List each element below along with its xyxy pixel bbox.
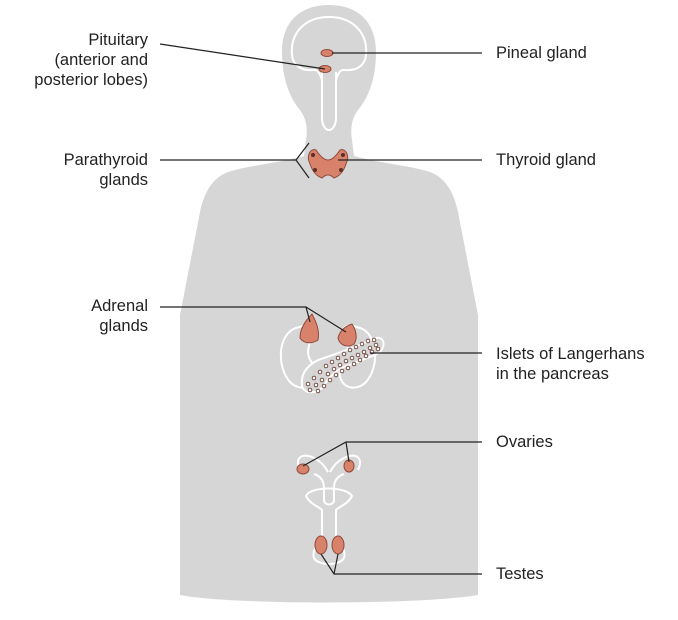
islet-dot — [324, 364, 328, 368]
label-line: glands — [64, 170, 148, 190]
islet-dot — [340, 369, 344, 373]
parathyroid-dot — [313, 168, 317, 172]
islet-dot — [346, 366, 350, 370]
label-thyroid: Thyroid gland — [496, 150, 596, 170]
islet-dot — [368, 346, 372, 350]
parathyroid-dot — [339, 168, 343, 172]
islet-dot — [328, 378, 332, 382]
islet-dot — [350, 356, 354, 360]
label-islets: Islets of Langerhans in the pancreas — [496, 344, 645, 384]
islet-dot — [348, 348, 352, 352]
label-adrenal: Adrenal glands — [91, 296, 148, 336]
parathyroid-dot — [341, 153, 345, 157]
label-parathyroid: Parathyroid glands — [64, 150, 148, 190]
islet-dot — [376, 347, 380, 351]
label-line: Testes — [496, 564, 544, 584]
label-line: Pituitary — [34, 30, 148, 50]
body-silhouette — [180, 5, 478, 603]
islet-dot — [338, 363, 342, 367]
islet-dot — [318, 370, 322, 374]
islet-dot — [330, 360, 334, 364]
label-line: Adrenal — [91, 296, 148, 316]
label-line: Pineal gland — [496, 43, 587, 63]
islet-dot — [312, 376, 316, 380]
islet-dot — [306, 382, 310, 386]
islet-dot — [322, 384, 326, 388]
islet-dot — [326, 372, 330, 376]
islet-dot — [332, 367, 336, 371]
label-ovaries: Ovaries — [496, 432, 553, 452]
label-line: glands — [91, 316, 148, 336]
islet-dot — [308, 388, 312, 392]
islet-dot — [352, 362, 356, 366]
label-line: posterior lobes) — [34, 70, 148, 90]
islet-dot — [342, 352, 346, 356]
islet-dot — [358, 358, 362, 362]
label-line: Ovaries — [496, 432, 553, 452]
label-line: Islets of Langerhans — [496, 344, 645, 364]
label-line: Thyroid gland — [496, 150, 596, 170]
islet-dot — [354, 345, 358, 349]
label-pineal: Pineal gland — [496, 43, 587, 63]
islet-dot — [344, 359, 348, 363]
islet-dot — [366, 339, 370, 343]
islet-dot — [360, 342, 364, 346]
islet-dot — [372, 338, 376, 342]
label-pituitary: Pituitary (anterior and posterior lobes) — [34, 30, 148, 90]
pineal-gland — [321, 50, 333, 57]
testis-left — [315, 536, 327, 554]
label-line: (anterior and — [34, 50, 148, 70]
label-line: Parathyroid — [64, 150, 148, 170]
islet-dot — [362, 350, 366, 354]
label-testes: Testes — [496, 564, 544, 584]
parathyroid-dot — [311, 153, 315, 157]
islet-dot — [334, 373, 338, 377]
islet-dot — [374, 343, 378, 347]
islet-dot — [320, 378, 324, 382]
label-line: in the pancreas — [496, 364, 645, 384]
islet-dot — [314, 383, 318, 387]
islet-dot — [364, 354, 368, 358]
islet-dot — [356, 353, 360, 357]
islet-dot — [316, 389, 320, 393]
testis-right — [332, 536, 344, 554]
islet-dot — [336, 356, 340, 360]
